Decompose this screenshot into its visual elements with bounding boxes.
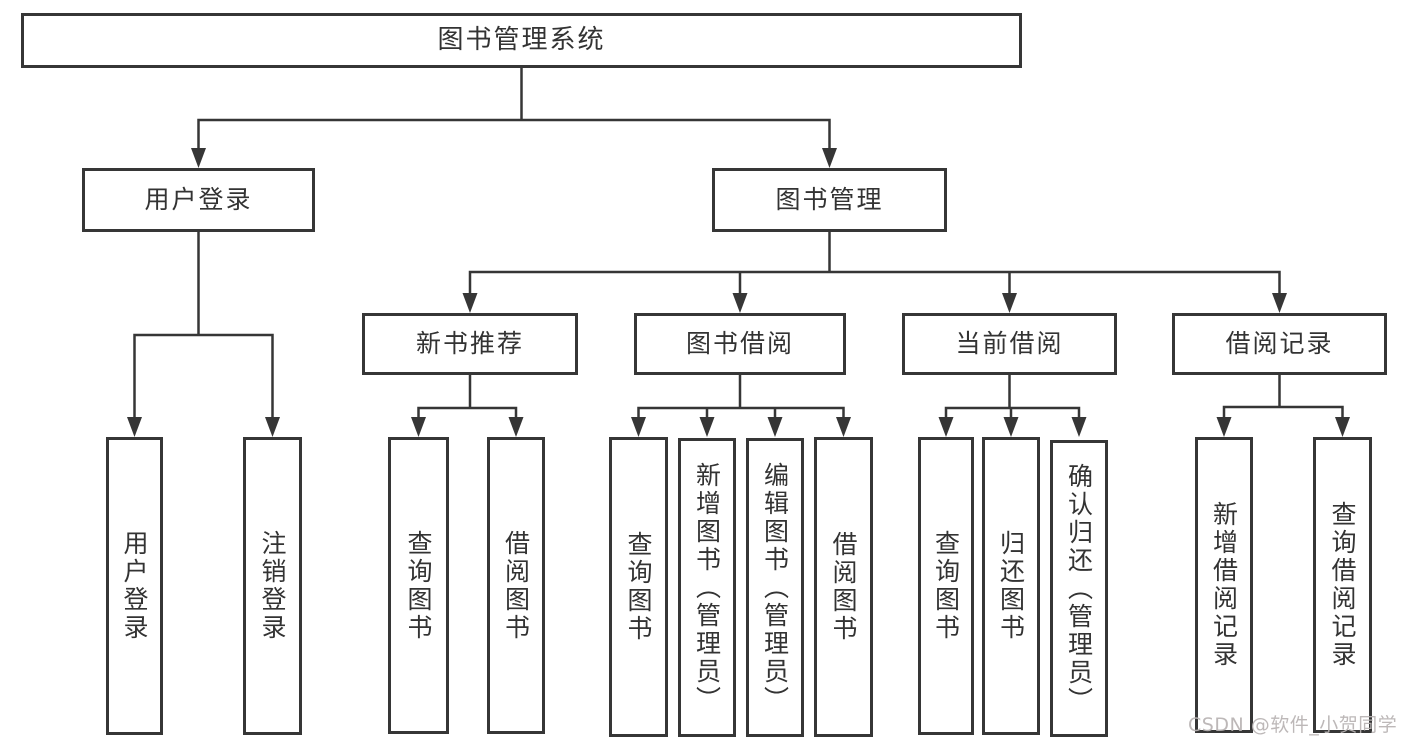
csdn-watermark: CSDN @软件_小贺同学 (1188, 714, 1398, 736)
arrowhead-icon (1216, 417, 1232, 437)
arrowhead-icon (767, 417, 783, 437)
leaf-add-borrow-record: 新增借阅记录 (1195, 437, 1253, 733)
leaf-logout: 注销登录 (243, 437, 302, 735)
node-borrow-records: 借阅记录 (1172, 313, 1387, 375)
node-new-book-recommend: 新书推荐 (362, 313, 578, 375)
leaf-confirm-return-admin-label: 确认归还（管理员） (1064, 462, 1094, 715)
edge-borrow-records-to-leaves (1222, 373, 1344, 426)
leaf-query-books-3: 查询图书 (918, 437, 974, 735)
leaf-logout-label: 注销登录 (258, 530, 287, 642)
edge-book-borrow-to-leaves (637, 373, 845, 426)
node-book-management-label: 图书管理 (775, 185, 884, 215)
node-book-borrow: 图书借阅 (634, 313, 846, 375)
leaf-query-books-2-label: 查询图书 (624, 531, 653, 643)
arrowhead-icon (1003, 417, 1019, 437)
node-current-borrow-label: 当前借阅 (955, 329, 1064, 359)
leaf-borrow-books-1: 借阅图书 (487, 437, 545, 734)
arrowhead-icon (699, 417, 715, 437)
node-root-label: 图书管理系统 (437, 25, 606, 56)
arrowhead-icon (191, 148, 206, 168)
node-borrow-records-label: 借阅记录 (1225, 329, 1334, 359)
edge-new-book-to-leaves (417, 373, 518, 426)
arrowhead-icon (1272, 293, 1287, 313)
leaf-confirm-return-admin: 确认归还（管理员） (1050, 440, 1108, 737)
tree-edges (133, 66, 1344, 426)
node-root: 图书管理系统 (21, 13, 1022, 68)
leaf-add-book-admin: 新增图书（管理员） (678, 438, 736, 737)
leaf-query-books-1: 查询图书 (388, 437, 449, 734)
leaf-query-books-1-label: 查询图书 (404, 529, 433, 642)
arrowhead-icon (938, 417, 954, 437)
edge-user-login-to-leaves (133, 230, 274, 426)
node-user-login: 用户登录 (82, 168, 315, 232)
leaf-query-borrow-record-label: 查询借阅记录 (1328, 501, 1357, 669)
leaf-user-login: 用户登录 (106, 437, 163, 735)
arrowhead-icon (265, 417, 280, 437)
leaf-borrow-books-1-label: 借阅图书 (501, 529, 531, 642)
leaf-query-books-3-label: 查询图书 (931, 530, 961, 642)
arrowhead-icon (822, 148, 837, 168)
arrowhead-icon (1335, 417, 1350, 437)
node-new-book-recommend-label: 新书推荐 (415, 329, 524, 359)
leaf-add-book-admin-label: 新增图书（管理员） (692, 461, 722, 714)
leaf-query-books-2: 查询图书 (609, 437, 668, 737)
arrowheads (127, 148, 1350, 437)
node-user-login-label: 用户登录 (144, 185, 253, 215)
node-current-borrow: 当前借阅 (902, 313, 1117, 375)
leaf-query-borrow-record: 查询借阅记录 (1313, 437, 1372, 733)
arrowhead-icon (1002, 293, 1017, 313)
leaf-edit-book-admin-label: 编辑图书（管理员） (760, 461, 790, 714)
node-book-management: 图书管理 (712, 168, 947, 232)
leaf-add-borrow-record-label: 新增借阅记录 (1209, 501, 1239, 669)
leaf-return-books-label: 归还图书 (996, 530, 1026, 642)
arrowhead-icon (836, 417, 851, 437)
arrowhead-icon (631, 417, 646, 437)
leaf-return-books: 归还图书 (982, 437, 1040, 735)
arrowhead-icon (411, 417, 426, 437)
arrowhead-icon (462, 293, 478, 313)
leaf-borrow-books-2-label: 借阅图书 (829, 531, 858, 643)
arrowhead-icon (732, 293, 748, 313)
arrowhead-icon (127, 417, 142, 437)
leaf-borrow-books-2: 借阅图书 (814, 437, 873, 737)
arrowhead-icon (1071, 417, 1087, 437)
node-book-borrow-label: 图书借阅 (685, 329, 794, 359)
edge-book-management-to-level3 (468, 230, 1281, 302)
leaf-user-login-label: 用户登录 (120, 530, 149, 642)
leaf-edit-book-admin: 编辑图书（管理员） (746, 438, 804, 737)
arrowhead-icon (508, 417, 524, 437)
edge-root-to-level2 (197, 66, 831, 157)
edge-current-borrow-to-leaves (944, 373, 1081, 426)
